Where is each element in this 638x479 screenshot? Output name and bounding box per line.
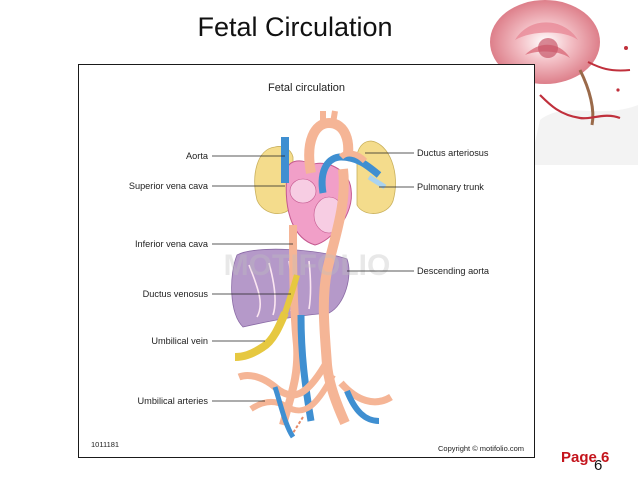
- aortic-arch: [304, 117, 354, 174]
- inferior-vena-cava: [279, 224, 302, 427]
- label-umbilical-arteries: Umbilical arteries: [137, 396, 208, 406]
- catalog-number: 1011181: [91, 440, 120, 449]
- umbilical-vein: [234, 311, 289, 361]
- label-descending-aorta: Descending aorta: [417, 266, 490, 276]
- right-lung: [356, 140, 396, 214]
- ductus-venosus: [282, 274, 300, 314]
- fetal-circulation-figure: Fetal circulation: [78, 64, 535, 458]
- page-label: Page 6: [561, 449, 610, 466]
- label-superior-vena-cava: Superior vena cava: [128, 181, 208, 191]
- copyright-text: Copyright © motifolio.com: [438, 444, 524, 453]
- watermark: MOTIFOLIO: [224, 249, 391, 282]
- label-aorta: Aorta: [186, 151, 208, 161]
- label-umbilical-vein: Umbilical vein: [151, 336, 208, 346]
- label-inferior-vena-cava: Inferior vena cava: [134, 239, 208, 249]
- ductus-arteriosus: [338, 150, 368, 164]
- page-number: 6: [594, 457, 603, 474]
- umbilical-arteries: [237, 363, 329, 399]
- label-ductus-venosus: Ductus venosus: [142, 289, 208, 299]
- label-ductus-arteriosus: Ductus arteriosus: [417, 148, 489, 158]
- fetal-circulation-diagram: MOTIFOLIO: [212, 110, 414, 439]
- figure-title: Fetal circulation: [267, 82, 346, 94]
- label-pulmonary-trunk: Pulmonary trunk: [417, 182, 484, 192]
- descending-aorta: [318, 168, 350, 426]
- slide-title: Fetal Circulation: [197, 12, 393, 42]
